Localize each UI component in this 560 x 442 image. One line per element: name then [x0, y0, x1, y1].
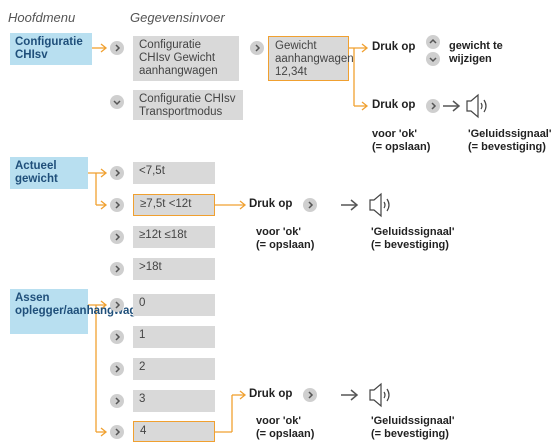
- save-label: (= opslaan): [372, 141, 431, 153]
- confirm-label: (= bevestiging): [371, 428, 449, 440]
- save-label: (= opslaan): [256, 239, 315, 251]
- up-button-icon[interactable]: [426, 35, 440, 49]
- for-ok-label: voor 'ok': [256, 415, 301, 427]
- axle-option[interactable]: 0: [133, 294, 215, 316]
- main-menu-header: Hoofdmenu: [8, 10, 76, 25]
- beep-label: 'Geluidssignaal': [371, 226, 455, 238]
- right-button-icon[interactable]: [110, 298, 124, 312]
- down-button-icon[interactable]: [110, 95, 124, 109]
- speaker-icon: [466, 93, 487, 119]
- press-label: Druk op: [249, 198, 293, 210]
- weight-option[interactable]: ≥12t ≤18t: [133, 226, 215, 248]
- right-button-icon[interactable]: [110, 198, 124, 212]
- right-button-icon[interactable]: [303, 198, 317, 212]
- axle-option[interactable]: 3: [133, 390, 215, 412]
- right-button-icon[interactable]: [110, 330, 124, 344]
- menu-item-weight[interactable]: Actueel gewicht: [10, 157, 88, 189]
- press-label: Druk op: [372, 41, 416, 53]
- beep-label: 'Geluidssignaal': [468, 128, 552, 140]
- beep-label: 'Geluidssignaal': [371, 415, 455, 427]
- right-button-icon[interactable]: [110, 41, 124, 55]
- axle-option[interactable]: 2: [133, 358, 215, 380]
- right-button-icon[interactable]: [110, 394, 124, 408]
- save-label: (= opslaan): [256, 428, 315, 440]
- weight-option-selected[interactable]: ≥7,5t <12t: [133, 194, 215, 216]
- right-button-icon[interactable]: [110, 262, 124, 276]
- press-label: Druk op: [249, 388, 293, 400]
- confirm-label: (= bevestiging): [371, 239, 449, 251]
- right-button-icon[interactable]: [110, 362, 124, 376]
- menu-item-config[interactable]: Configuratie CHIsv: [10, 33, 92, 65]
- speaker-icon: [369, 192, 390, 218]
- speaker-icon: [369, 382, 390, 408]
- change-weight-label: gewicht te wijzigen: [449, 40, 503, 65]
- right-button-icon[interactable]: [110, 166, 124, 180]
- right-button-icon[interactable]: [250, 41, 264, 55]
- right-button-icon[interactable]: [110, 230, 124, 244]
- press-label: Druk op: [372, 99, 416, 111]
- weight-option[interactable]: <7,5t: [133, 162, 215, 184]
- menu-item-axles[interactable]: Assen oplegger/aanhangwagen: [10, 289, 150, 334]
- for-ok-label: voor 'ok': [372, 128, 417, 140]
- trailer-weight-value-box[interactable]: Gewicht aanhangwagen 12,34t: [268, 36, 354, 81]
- for-ok-label: voor 'ok': [256, 226, 301, 238]
- config-transport-mode-option[interactable]: Configuratie CHIsv Transportmodus: [133, 90, 243, 120]
- axle-option-selected[interactable]: 4: [133, 421, 215, 442]
- right-button-icon[interactable]: [303, 388, 317, 402]
- config-trailer-weight-option[interactable]: Configuratie CHIsv Gewicht aanhangwagen: [133, 36, 239, 81]
- right-button-icon[interactable]: [426, 99, 440, 113]
- confirm-label: (= bevestiging): [468, 141, 546, 153]
- weight-option[interactable]: >18t: [133, 258, 215, 280]
- data-entry-header: Gegevensinvoer: [130, 10, 225, 25]
- axle-option[interactable]: 1: [133, 326, 215, 348]
- down-button-icon[interactable]: [426, 52, 440, 66]
- right-button-icon[interactable]: [110, 425, 124, 439]
